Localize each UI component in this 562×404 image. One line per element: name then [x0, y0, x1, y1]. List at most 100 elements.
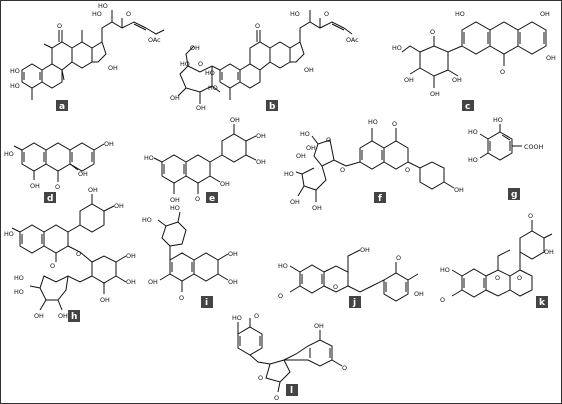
- panel-label-e: e: [209, 194, 215, 204]
- atom-label: HO: [10, 82, 20, 90]
- atom-label: HO: [278, 262, 288, 270]
- atom-label: O: [324, 10, 329, 18]
- atom-label: OH: [126, 252, 136, 260]
- atom-label: OH: [170, 94, 180, 102]
- atom-label: OH: [58, 312, 68, 320]
- atom-label: O: [255, 22, 260, 30]
- atom-label: COOH: [524, 143, 544, 151]
- atom-label: OH: [256, 158, 266, 166]
- atom-label: OH: [228, 278, 238, 286]
- atom-label: OH: [306, 144, 316, 152]
- atom-label: O: [254, 312, 259, 320]
- panel-label-box: [536, 296, 548, 308]
- panel-label-c: c: [465, 102, 470, 112]
- atom-label: HO: [440, 266, 450, 274]
- panel-label-j: j: [352, 298, 356, 308]
- atom-label: O: [198, 60, 203, 68]
- structure-a: HO O HO O HO HO OH OAc a: [10, 2, 165, 112]
- atom-label: OH: [256, 132, 266, 140]
- atom-label: OH: [314, 322, 324, 330]
- atom-label: O: [195, 195, 200, 203]
- atom-label: HO: [468, 128, 478, 136]
- panel-label-box: [349, 296, 361, 308]
- atom-label: O: [440, 296, 445, 304]
- panel-label-box: [68, 310, 80, 322]
- atom-label: HO: [180, 60, 190, 68]
- atom-label: OH: [108, 64, 118, 72]
- atom-label: OH: [170, 196, 180, 204]
- panel-label-box: [374, 192, 386, 203]
- atom-label: OH: [312, 204, 322, 212]
- panel-label-b: b: [269, 102, 276, 112]
- atom-label: O: [179, 294, 184, 302]
- atom-label: HO: [4, 150, 14, 158]
- panel-label-a: a: [59, 102, 65, 112]
- atom-label: OH: [230, 116, 240, 124]
- atom-label: HO: [455, 10, 465, 18]
- atom-label: OH: [148, 278, 158, 286]
- atom-label: HO: [98, 2, 108, 10]
- atom-label: HO: [232, 314, 242, 322]
- atom-label: O: [392, 120, 397, 128]
- atom-label: HO: [392, 44, 402, 52]
- atom-label: OH: [88, 186, 98, 194]
- structure-l: HO O OH O O O l: [232, 312, 347, 402]
- atom-label: O: [274, 394, 279, 402]
- panel-label-l: l: [290, 386, 293, 396]
- atom-label: O: [517, 274, 522, 282]
- structure-e: HO OH OH OH OH OH O e: [144, 116, 266, 204]
- structure-f: HO O HO OH OH HO OH OH OH O O O f: [284, 118, 464, 212]
- panel-label-box: [286, 384, 298, 396]
- panel-label-box: [44, 192, 56, 203]
- atom-label: O: [50, 262, 55, 270]
- atom-label: O: [500, 68, 505, 76]
- atom-label: OH: [360, 246, 370, 254]
- atom-label: OH: [114, 202, 124, 210]
- atom-label: HO: [14, 274, 24, 282]
- panel-label-box: [206, 192, 218, 203]
- atom-label: OH: [104, 140, 114, 148]
- atom-label: O: [396, 254, 401, 262]
- atom-label: HO: [290, 10, 300, 18]
- atom-label: OH: [220, 180, 230, 188]
- panel-label-box: [508, 188, 520, 200]
- atom-label: OH: [190, 44, 200, 52]
- atom-label: HO: [493, 116, 503, 124]
- panel-label-h: h: [71, 312, 77, 322]
- atom-label: OAc: [346, 36, 359, 44]
- panel-label-i: i: [205, 298, 208, 308]
- panel-label-box: [56, 100, 68, 111]
- atom-label: HO: [14, 288, 24, 296]
- atom-label: HO: [4, 230, 14, 238]
- panel-label-k: k: [539, 298, 546, 308]
- structure-k: HO O OH O O O k: [440, 212, 554, 308]
- structure-i: HO HO OH OH OH O i: [142, 204, 238, 308]
- atom-label: O: [126, 10, 131, 18]
- atom-label: OH: [452, 76, 462, 84]
- atom-label: OH: [430, 90, 440, 98]
- atom-label: HO: [468, 156, 478, 164]
- atom-label: HO: [144, 154, 154, 162]
- atom-label: OH: [34, 312, 44, 320]
- atom-label: HO: [10, 67, 20, 75]
- atom-label: O: [57, 22, 62, 30]
- atom-label: OH: [296, 152, 306, 160]
- atom-label: HO: [205, 69, 215, 77]
- atom-label: OH: [290, 198, 300, 206]
- atom-label: HO: [208, 84, 218, 92]
- atom-label: OH: [100, 296, 110, 304]
- atom-label: HO: [92, 10, 102, 18]
- structure-b: HO O HO O HO O OH OH HO OH OH OAc b: [170, 10, 359, 112]
- atom-label: O: [278, 292, 283, 300]
- atom-label: HO: [170, 204, 180, 212]
- atom-label: OH: [544, 248, 554, 256]
- atom-label: OH: [126, 278, 136, 286]
- atom-label: O: [55, 183, 60, 191]
- panel-label-box: [201, 296, 213, 308]
- atom-label: OH: [454, 186, 464, 194]
- atom-label: OH: [228, 250, 238, 258]
- structure-d: HO OH OH OH O d: [4, 140, 114, 204]
- atom-label: HO: [284, 170, 294, 178]
- atom-label: O: [333, 283, 338, 291]
